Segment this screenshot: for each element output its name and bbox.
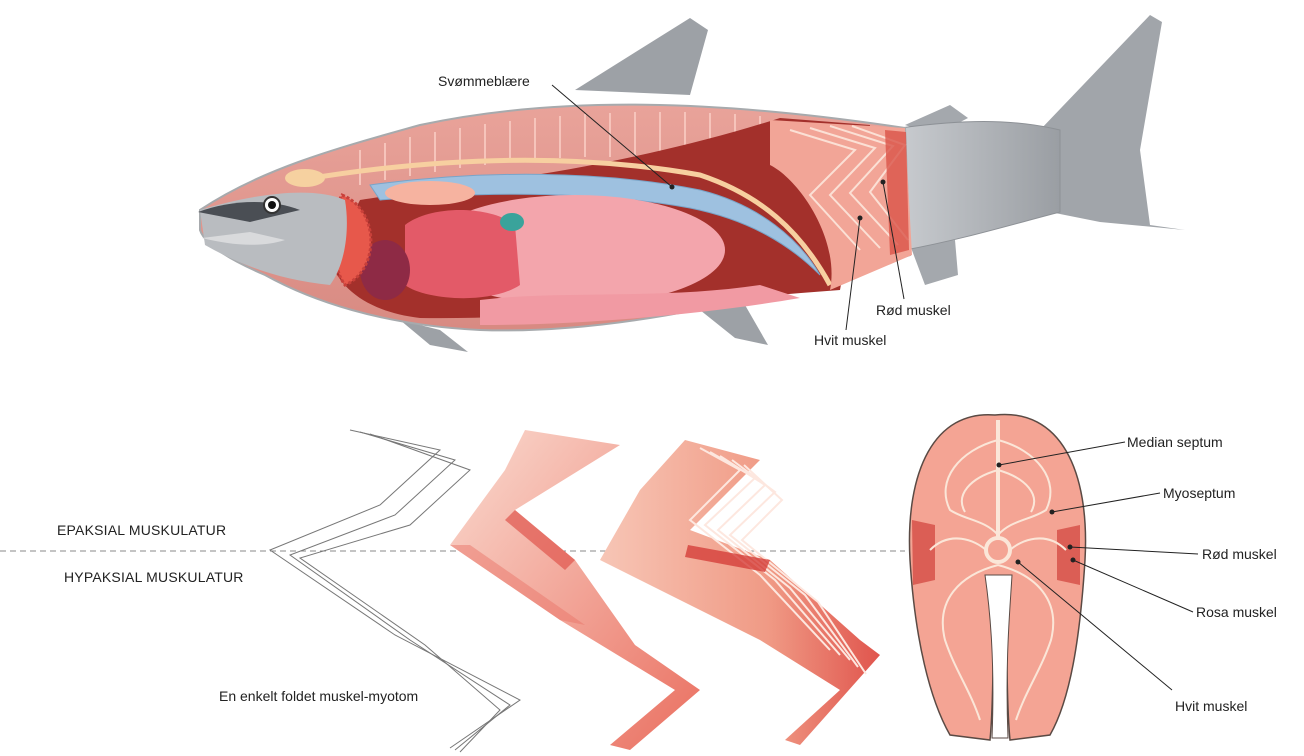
kidney-head (285, 169, 325, 187)
label-epaxial: EPAKSIAL MUSKULATUR (57, 522, 226, 538)
label-single-myotome: En enkelt foldet muskel-myotom (219, 688, 418, 704)
pupil (268, 201, 276, 209)
dot-swim-bladder (670, 185, 675, 190)
dot-myoseptum (1050, 510, 1055, 515)
caudal-peduncle (900, 122, 1060, 251)
label-myoseptum: Myoseptum (1163, 485, 1235, 501)
dot-red-muscle-fish (881, 180, 886, 185)
gonad (385, 181, 475, 205)
dot-red-muscle-cross (1068, 545, 1073, 550)
label-white-muscle-cross: Hvit muskel (1175, 698, 1247, 714)
leader-red-muscle-cross (1070, 547, 1198, 554)
label-red-muscle-cross: Rød muskel (1202, 546, 1277, 562)
label-hypaxial: HYPAKSIAL MUSKULATUR (64, 569, 244, 585)
label-pink-muscle: Rosa muskel (1196, 604, 1277, 620)
label-median-septum: Median septum (1127, 434, 1223, 450)
dot-pink-muscle (1071, 558, 1076, 563)
label-white-muscle-fish: Hvit muskel (814, 332, 886, 348)
dot-white-muscle-cross (1016, 560, 1021, 565)
spleen (500, 213, 524, 231)
dot-white-muscle-fish (858, 216, 863, 221)
tail-fin (1040, 15, 1185, 230)
salmon-steak-cross-section: Median septum Myoseptum Rød muskel Rosa … (909, 414, 1276, 740)
red-muscle-left (912, 520, 935, 585)
myotome-block-stack (600, 440, 880, 745)
red-muscle-right (1057, 525, 1080, 585)
dorsal-fin (575, 18, 708, 95)
salmon-illustration: Svømmeblære Rød muskel Hvit muskel (198, 15, 1185, 352)
leader-pink-muscle (1073, 560, 1193, 612)
dot-median-septum (997, 463, 1002, 468)
label-red-muscle-fish: Rød muskel (876, 302, 951, 318)
pelvic-fin (700, 305, 768, 345)
label-swim-bladder: Svømmeblære (438, 73, 530, 89)
